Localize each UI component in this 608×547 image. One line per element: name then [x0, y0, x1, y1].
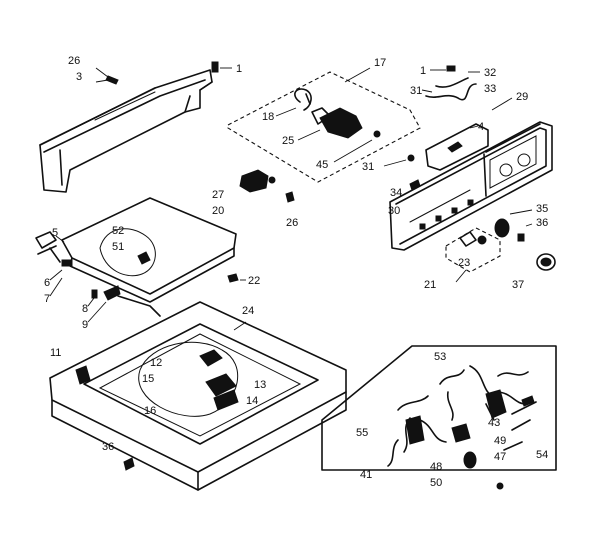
wire-harness [421, 65, 480, 101]
callout-27: 27 [212, 189, 224, 201]
callout-33: 33 [484, 83, 496, 95]
callout-29: 29 [516, 91, 528, 103]
part-27-switch [239, 169, 276, 193]
callout-26: 26 [286, 217, 298, 229]
callout-36: 36 [536, 217, 548, 229]
callout-1: 1 [236, 63, 242, 75]
callout-26: 26 [68, 55, 80, 67]
callout-31: 31 [410, 85, 422, 97]
part-4-bracket [425, 123, 489, 171]
callout-30: 30 [388, 205, 400, 217]
part-45-31 [333, 130, 415, 167]
callout-16: 16 [144, 405, 156, 417]
callout-3: 3 [76, 71, 82, 83]
screw-26b [285, 191, 295, 203]
callout-15: 15 [142, 373, 154, 385]
callout-45: 45 [316, 159, 328, 171]
callout-23: 23 [458, 257, 470, 269]
callout-36: 36 [102, 441, 114, 453]
parts-8-9 [87, 285, 161, 323]
callout-1: 1 [420, 65, 426, 77]
callout-41: 41 [360, 469, 372, 481]
callout-54: 54 [536, 449, 548, 461]
part-25-motor [297, 107, 363, 141]
callout-11: 11 [50, 347, 61, 359]
knob-37 [536, 253, 556, 271]
parts-5-6-7 [35, 231, 73, 297]
inset-detail [321, 345, 557, 490]
callout-20: 20 [212, 205, 224, 217]
callout-18: 18 [262, 111, 274, 123]
callout-7: 7 [44, 293, 50, 305]
assembly-17-box [227, 67, 421, 183]
callout-43: 43 [488, 417, 500, 429]
callout-17: 17 [374, 57, 386, 69]
part-34 [409, 179, 421, 191]
callout-25: 25 [282, 135, 294, 147]
callout-48: 48 [430, 461, 442, 473]
callout-32: 32 [484, 67, 496, 79]
callout-12: 12 [150, 357, 162, 369]
callout-13: 13 [254, 379, 266, 391]
callout-21: 21 [424, 279, 436, 291]
callout-35: 35 [536, 203, 548, 215]
part-18-clip [275, 88, 312, 117]
callout-6: 6 [44, 277, 50, 289]
callout-37: 37 [512, 279, 524, 291]
callout-14: 14 [246, 395, 258, 407]
callout-31: 31 [362, 161, 374, 173]
callout-50: 50 [430, 477, 442, 489]
screw-26-3 [95, 67, 119, 85]
callout-9: 9 [82, 319, 88, 331]
switch-21-23 [445, 227, 501, 283]
control-panel [389, 97, 553, 251]
callout-5: 5 [52, 227, 58, 239]
callout-49: 49 [494, 435, 506, 447]
screw-1-top [211, 61, 232, 73]
console-cover [39, 69, 213, 193]
knob-35-36 [494, 209, 533, 242]
callout-55: 55 [356, 427, 368, 439]
callout-51: 51 [112, 241, 124, 253]
foot-36b [123, 457, 135, 471]
callout-8: 8 [82, 303, 88, 315]
cabinet [49, 301, 347, 491]
foot-11 [75, 365, 91, 385]
callout-4: 4 [478, 121, 484, 133]
callout-47: 47 [494, 451, 506, 463]
callout-52: 52 [112, 225, 124, 237]
callout-22: 22 [248, 275, 260, 287]
callout-24: 24 [242, 305, 254, 317]
callout-34: 34 [390, 187, 402, 199]
callout-53: 53 [434, 351, 446, 363]
